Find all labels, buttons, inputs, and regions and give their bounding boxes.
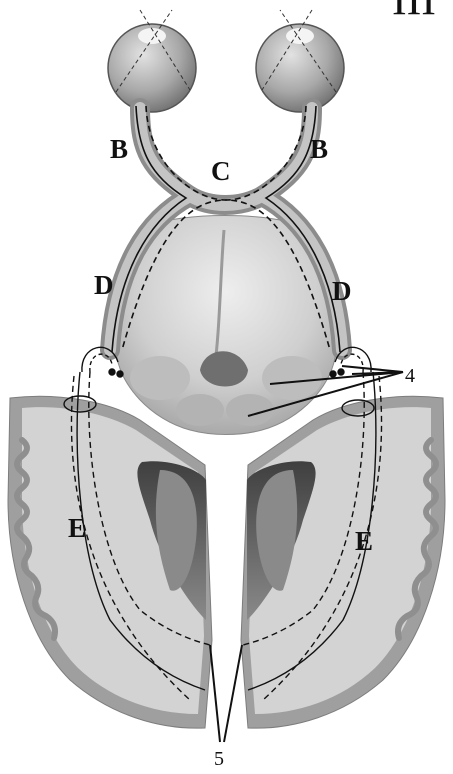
figure-title: III [392, 0, 436, 24]
label-e-left: E [68, 513, 86, 543]
pointer-lines-5 [210, 645, 242, 742]
label-c: C [211, 156, 231, 186]
right-eye [256, 10, 344, 112]
label-5: 5 [214, 748, 224, 770]
label-4: 4 [405, 365, 415, 387]
left-eye [108, 10, 196, 112]
label-b-left: B [110, 134, 128, 164]
left-cortex-section [8, 396, 212, 728]
label-e-right: E [355, 526, 373, 556]
brainstem [116, 216, 336, 435]
label-d-left: D [94, 270, 114, 300]
right-cortex-section [241, 396, 445, 728]
label-b-right: B [310, 134, 328, 164]
label-d-right: D [332, 276, 352, 306]
